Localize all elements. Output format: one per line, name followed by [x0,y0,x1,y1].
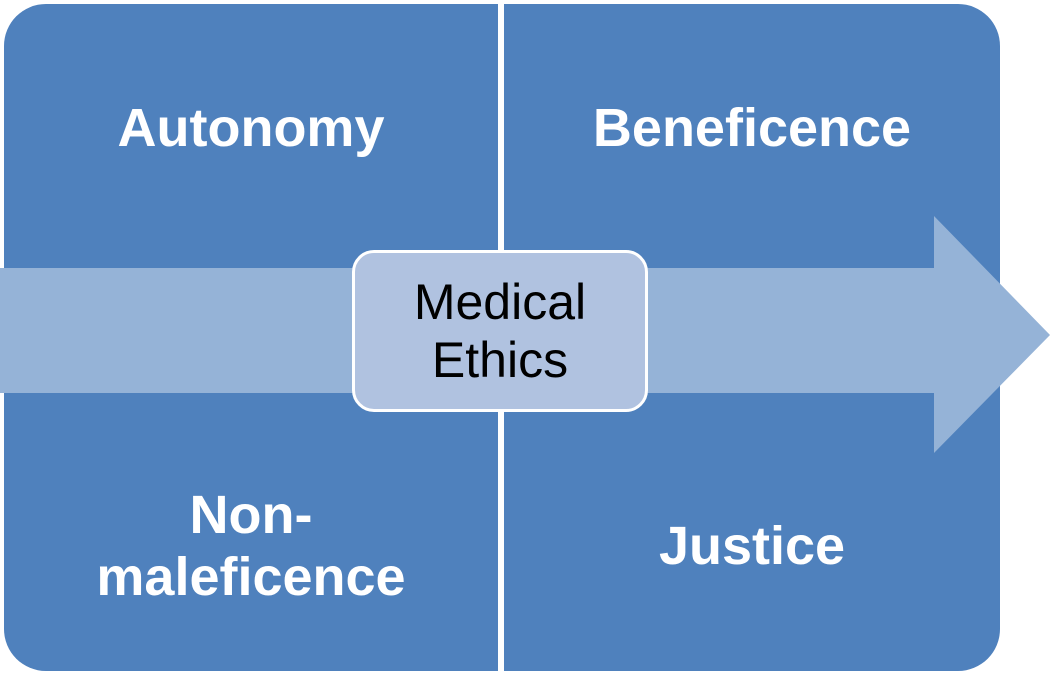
center-label-line2: Ethics [431,332,569,388]
center-label: Medical Ethics [414,273,586,389]
non-maleficence-label-line2: maleficence [96,547,406,607]
justice-label: Justice [658,516,846,576]
center-label-line1: Medical [413,274,587,330]
center-box: Medical Ethics [352,250,648,412]
non-maleficence-label: Non- maleficence [4,484,498,608]
beneficence-label: Beneficence [592,98,912,158]
non-maleficence-label-line1: Non- [189,485,313,545]
autonomy-label: Autonomy [117,98,385,158]
